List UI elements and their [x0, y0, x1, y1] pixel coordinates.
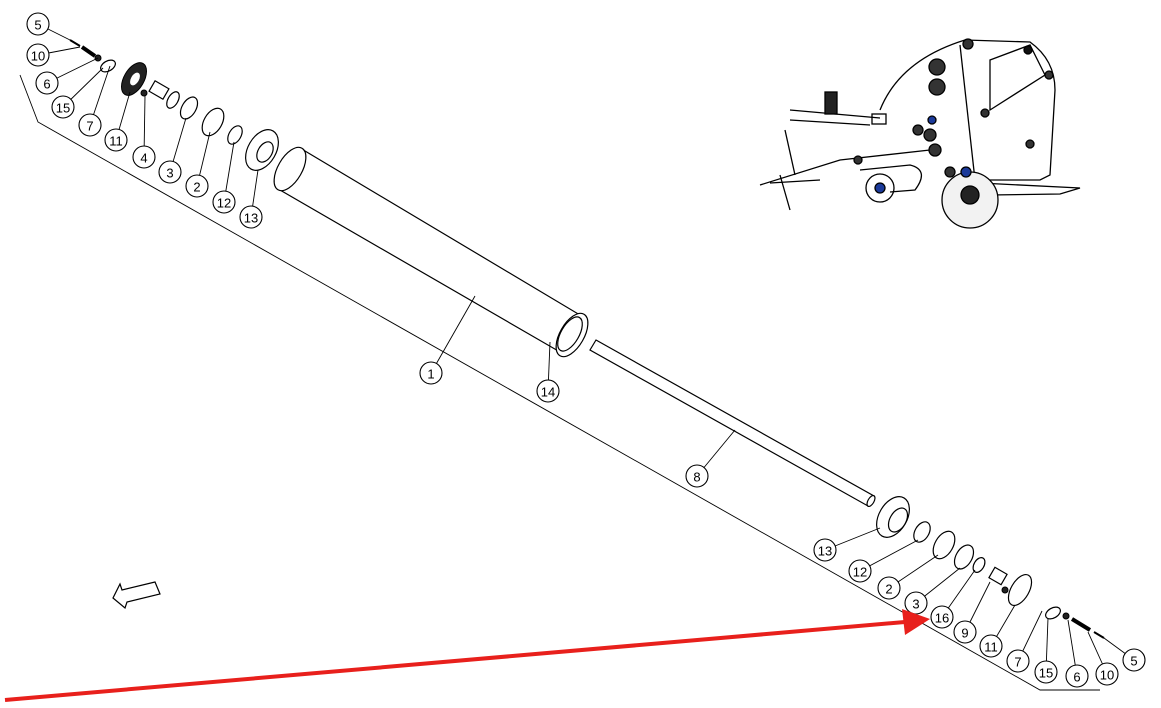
callout-circle	[78, 113, 102, 137]
callout-circle	[536, 379, 560, 403]
part-callout: 3	[158, 160, 182, 184]
callout-number: 5	[34, 18, 41, 33]
callout-number: 6	[43, 77, 50, 92]
part-callout: 4	[132, 145, 156, 169]
callout-circle	[51, 95, 75, 119]
callout-number: 12	[853, 565, 867, 580]
callout-circle	[930, 605, 954, 629]
callout-number: 11	[109, 134, 123, 149]
callout-circle	[132, 145, 156, 169]
callout-circle	[1065, 664, 1089, 688]
callout-circle	[35, 71, 59, 95]
part-callout: 15	[51, 95, 75, 119]
callout-circle	[813, 538, 837, 562]
callout-number: 15	[1039, 666, 1053, 681]
part-callout: 6	[35, 71, 59, 95]
callout-number: 1	[427, 367, 434, 382]
callout-number: 3	[912, 597, 919, 612]
part-callout: 2	[185, 174, 209, 198]
callout-circle	[685, 464, 709, 488]
callout-number: 15	[56, 101, 70, 116]
callout-number: 2	[885, 582, 892, 597]
part-callout: 1	[419, 361, 443, 385]
part-callout: 16	[930, 605, 954, 629]
callout-number: 11	[984, 640, 998, 655]
callout-circle	[185, 174, 209, 198]
shaft-part-8	[589, 339, 876, 508]
part-callout: 12	[848, 559, 872, 583]
callout-number: 3	[166, 166, 173, 181]
callout-number: 7	[86, 119, 93, 134]
callout-circle	[419, 361, 443, 385]
callout-circle	[848, 559, 872, 583]
callout-number: 8	[693, 470, 700, 485]
callout-number: 10	[31, 49, 45, 64]
callout-number: 13	[244, 211, 258, 226]
callout-number: 10	[1100, 668, 1114, 683]
callout-number: 5	[1130, 654, 1137, 669]
callout-number: 2	[193, 180, 200, 195]
direction-arrow-icon	[112, 581, 161, 610]
part-callout: 5	[26, 12, 50, 36]
callout-circle	[26, 43, 50, 67]
left-end-parts	[69, 39, 279, 171]
part-callout: 15	[1034, 660, 1058, 684]
callout-circle	[158, 160, 182, 184]
callout-number: 6	[1073, 670, 1080, 685]
part-callout: 13	[239, 205, 263, 229]
machine-overview-sketch	[759, 38, 1081, 229]
callout-circle	[26, 12, 50, 36]
callout-number: 14	[541, 385, 555, 400]
leader-lines	[37, 23, 1135, 677]
part-callout: 8	[685, 464, 709, 488]
reference-baseline	[19, 74, 1100, 691]
callout-circle	[1095, 662, 1119, 686]
part-callout: 7	[78, 113, 102, 137]
callout-circle	[104, 128, 128, 152]
callout-circle	[953, 620, 977, 644]
part-callout: 10	[1095, 662, 1119, 686]
callout-circle	[239, 205, 263, 229]
part-callout: 14	[536, 379, 560, 403]
part-callout: 7	[1006, 649, 1030, 673]
right-end-parts	[876, 496, 1105, 639]
callout-circle	[1122, 648, 1146, 672]
part-callout: 10	[26, 43, 50, 67]
callout-circle	[877, 576, 901, 600]
callout-circle	[979, 634, 1003, 658]
part-callout: 9	[953, 620, 977, 644]
callout-circle	[1006, 649, 1030, 673]
part-callout: 6	[1065, 664, 1089, 688]
callout-circle	[212, 190, 236, 214]
leader-line	[430, 295, 476, 374]
callout-number: 9	[961, 626, 968, 641]
part-callout: 2	[877, 576, 901, 600]
callout-number: 4	[140, 151, 147, 166]
part-callout: 12	[212, 190, 236, 214]
callout-circle	[1034, 660, 1058, 684]
part-callout: 11	[104, 128, 128, 152]
part-callout: 13	[813, 538, 837, 562]
part-callout: 3	[904, 591, 928, 615]
part-callout: 5	[1122, 648, 1146, 672]
callout-number: 13	[818, 544, 832, 559]
highlight-arrow	[4, 609, 930, 702]
tube-part-1	[273, 146, 589, 358]
callout-number: 12	[217, 196, 231, 211]
callout-number: 16	[935, 611, 949, 626]
part-callout: 11	[979, 634, 1003, 658]
callout-number: 7	[1014, 655, 1021, 670]
